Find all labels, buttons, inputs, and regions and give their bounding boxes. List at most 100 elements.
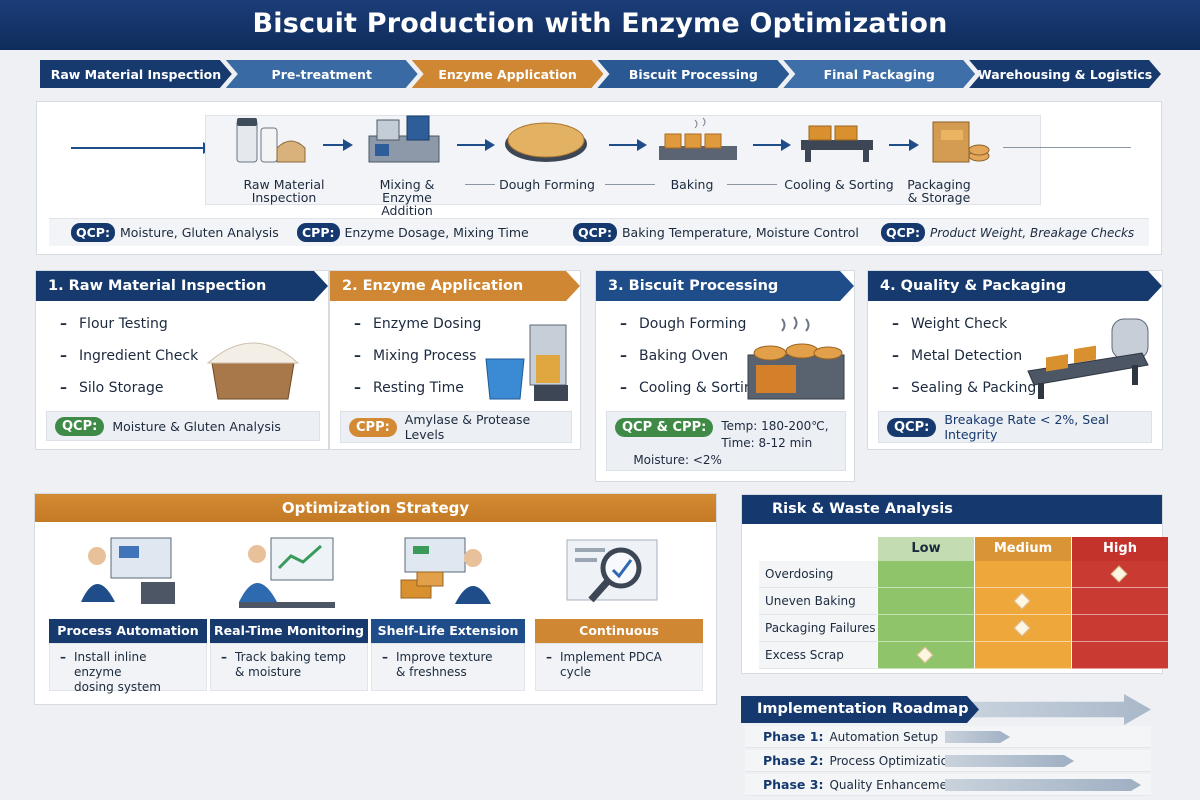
card-list: Enzyme Dosing Mixing Process Resting Tim…	[354, 313, 481, 409]
card-footer: QCP & CPP: Temp: 180-200℃, Time: 8-12 mi…	[606, 411, 846, 471]
risk-cell-low	[877, 561, 974, 588]
list-item: Flour Testing	[60, 313, 198, 345]
risk-row: Overdosing Enzymes	[759, 561, 1168, 608]
optimization-header: Optimization Strategy	[35, 494, 716, 522]
implementation-roadmap: Implementation Roadmap Phase 1:Automatio…	[741, 690, 1163, 800]
list-item: Ingredient Check	[60, 345, 198, 377]
phase-3: Phase 3:Quality Enhancement	[745, 774, 1151, 796]
conveyor-packing-icon	[1027, 318, 1149, 399]
process-chevron-bar: Raw Material Inspection Pre-treatment En…	[40, 60, 1155, 88]
risk-cell-high	[1071, 588, 1168, 615]
strategy-title: Real-Time Monitoring	[210, 619, 368, 643]
risk-cell-high	[1071, 615, 1168, 642]
flow-arrow-4	[753, 139, 791, 151]
risk-cell-low	[877, 615, 974, 642]
card-header: 4. Quality & Packaging	[868, 271, 1162, 301]
flow-step-dough-forming: Dough Forming	[499, 177, 595, 192]
strategy-process-automation: Process Automation Install inline enzyme…	[49, 619, 207, 694]
flour-sack-icon	[206, 342, 300, 400]
chevron-enzyme-application: Enzyme Application	[412, 60, 604, 88]
risk-row: Uneven Baking	[759, 588, 1168, 615]
flow-arrow-5	[889, 139, 919, 151]
flow-arrow-in	[71, 142, 213, 154]
strategy-title: Process Automation	[49, 619, 207, 643]
card-footer: CPP: Amylase & Protease Levels	[340, 411, 572, 443]
risk-cell-medium	[974, 615, 1071, 642]
risk-level-header-row: Low Medium High	[759, 537, 1168, 561]
flow-line-c	[727, 184, 777, 185]
card-footer: QCP: Moisture & Gluten Analysis	[46, 411, 320, 441]
risk-waste-panel: Risk & Waste Analysis Low Medium High Ov…	[741, 494, 1168, 674]
risk-marker-icon	[1013, 619, 1031, 637]
risk-cell-low	[877, 588, 974, 615]
card-enzyme-application: 2. Enzyme Application Enzyme Dosing Mixi…	[329, 270, 581, 450]
risk-header: Risk & Waste Analysis	[742, 495, 1162, 524]
footer-note: Amylase & Protease Levels	[404, 412, 531, 442]
card-raw-material: 1. Raw Material Inspection Flour Testing…	[35, 270, 329, 450]
risk-level-high: High	[1071, 537, 1168, 561]
automation-worker-icon	[81, 537, 175, 604]
flow-arrow-1	[323, 139, 353, 151]
list-item: Enzyme Dosing	[354, 313, 481, 345]
qcp-row: QCP:Moisture, Gluten Analysis CPP:Enzyme…	[49, 218, 1149, 246]
card-list: Flour Testing Ingredient Check Silo Stor…	[60, 313, 198, 409]
list-item: Dough Forming	[620, 313, 762, 345]
card-list: Dough Forming Baking Oven Cooling & Sort…	[620, 313, 762, 409]
strategy-shelf-life-extension: Shelf-Life Extension Improve texture& fr…	[371, 619, 525, 691]
card-header: 1. Raw Material Inspection	[36, 271, 328, 301]
qcp-item-product-weight: QCP:Product Weight, Breakage Checks	[881, 223, 1134, 242]
card-quality-packaging: 4. Quality & Packaging Weight Check Meta…	[867, 270, 1163, 450]
cooling-rack-icon	[801, 125, 873, 162]
qcp-tag: QCP:	[887, 417, 937, 437]
risk-cell-medium	[974, 588, 1071, 615]
flow-arrow-2	[457, 139, 495, 151]
list-item: Cooling & Sorting	[620, 377, 762, 409]
flow-arrow-3	[609, 139, 647, 151]
card-list: Weight Check Metal Detection Sealing & P…	[892, 313, 1036, 409]
risk-level-low: Low	[877, 537, 974, 561]
shelf-life-worker-icon	[400, 537, 491, 604]
risk-row-label: Uneven Baking	[759, 588, 877, 615]
risk-matrix: Low Medium High Overdosing EnzymesUneven…	[759, 537, 1168, 669]
card-header: 2. Enzyme Application	[330, 271, 580, 301]
risk-row: Packaging Failures	[759, 615, 1168, 642]
risk-row-label: Packaging Failures	[759, 615, 877, 642]
roadmap-header: Implementation Roadmap	[741, 696, 979, 723]
strategy-body: Track baking temp& moisture	[210, 643, 368, 691]
flow-line-b	[605, 184, 655, 185]
chevron-raw-material: Raw Material Inspection	[40, 60, 232, 88]
card-footer: QCP: Breakage Rate < 2%, Seal Integrity	[878, 411, 1152, 443]
qcp-item-moisture: QCP:Moisture, Gluten Analysis	[71, 223, 279, 242]
risk-cell-medium	[974, 561, 1071, 588]
baking-tray-icon	[659, 117, 737, 160]
phase-progress-bar	[945, 731, 1010, 743]
footer-note: Breakage Rate < 2%, Seal Integrity	[944, 412, 1110, 442]
mixer-machine-icon	[368, 115, 440, 163]
card-biscuit-processing: 3. Biscuit Processing Dough Forming Baki…	[595, 270, 855, 482]
phase-1: Phase 1:Automation Setup	[745, 726, 1151, 748]
chevron-pre-treatment: Pre-treatment	[226, 60, 418, 88]
cpp-tag: CPP:	[349, 417, 397, 437]
risk-marker-icon	[916, 646, 934, 664]
improvement-magnifier-icon	[566, 539, 658, 603]
packaging-boxes-icon	[932, 121, 990, 163]
qcp-item-baking: QCP:Baking Temperature, Moisture Control	[573, 223, 859, 242]
phase-progress-bar	[945, 779, 1141, 791]
footer-note: Moisture & Gluten Analysis	[112, 418, 281, 434]
risk-cell-high	[1071, 642, 1168, 669]
card-header: 3. Biscuit Processing	[596, 271, 854, 301]
cpp-item-enzyme: CPP:Enzyme Dosage, Mixing Time	[297, 223, 529, 242]
risk-cell-medium	[974, 642, 1071, 669]
flow-line-a	[465, 184, 495, 185]
flow-step-cooling: Cooling & Sorting	[784, 177, 894, 192]
list-item: Mixing Process	[354, 345, 481, 377]
flow-step-raw-material: Raw Material Inspection	[243, 177, 325, 205]
strategy-body: Implement PDCA cycle	[535, 643, 703, 691]
flow-inner-box	[205, 115, 1041, 205]
strategy-title: Continuous Improvement	[535, 619, 703, 662]
roadmap-arrow	[971, 694, 1151, 725]
optimization-strategy-panel: Optimization Strategy Process Automation…	[34, 493, 717, 705]
page-title: Biscuit Production with Enzyme Optimizat…	[252, 8, 948, 39]
